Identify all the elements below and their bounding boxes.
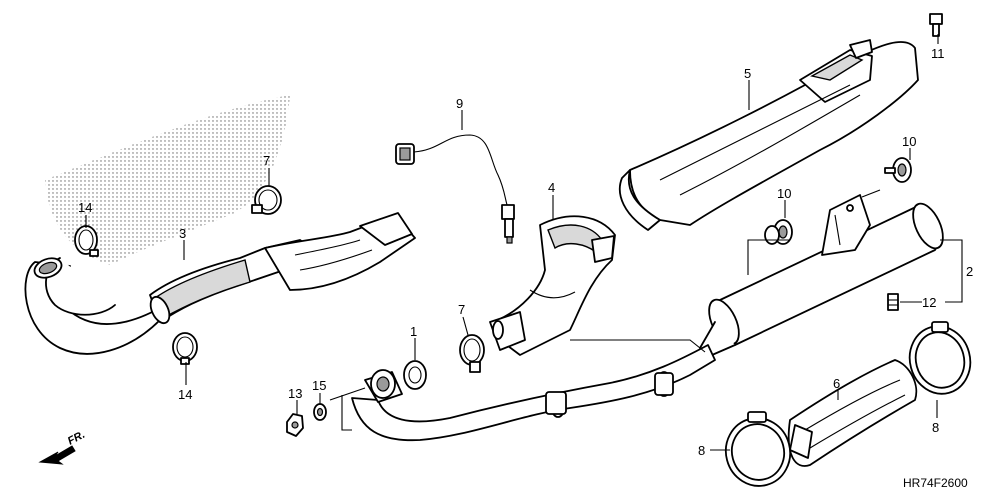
nut-part-12 <box>887 293 899 311</box>
callout-10-upper: 10 <box>902 134 916 149</box>
gasket-part-1 <box>403 360 427 390</box>
callout-4: 4 <box>548 180 555 195</box>
nut-part-13 <box>286 413 304 437</box>
main-exhaust-pipe <box>351 344 716 442</box>
callout-8-right: 8 <box>932 420 939 435</box>
callout-7-upper: 7 <box>263 153 270 168</box>
pipe-protector-part-6 <box>787 359 918 467</box>
clamp-part-14-lower <box>172 332 198 365</box>
muffler-protector-part-5 <box>618 39 919 231</box>
leader-lines <box>85 34 963 451</box>
exhaust-pipe-part-3 <box>24 212 416 355</box>
clamp-part-14-upper <box>74 225 99 257</box>
clamp-part-7-lower <box>459 334 485 373</box>
callout-labels: 1 2 3 4 5 6 7 7 8 8 9 10 10 11 12 13 14 … <box>78 46 973 458</box>
callout-2: 2 <box>966 264 973 279</box>
band-clamp-part-8-right <box>908 321 972 395</box>
o2-sensor-part-9 <box>395 134 515 244</box>
callout-3: 3 <box>179 226 186 241</box>
clamp-part-7-upper <box>251 185 282 215</box>
band-clamp-part-8-left <box>724 411 792 487</box>
callout-15: 15 <box>312 378 326 393</box>
grommet-part-10-upper <box>884 157 912 183</box>
callout-1: 1 <box>410 324 417 339</box>
diagram-code: HR74F2600 <box>903 476 968 490</box>
callout-11: 11 <box>931 46 945 61</box>
callout-7-lower: 7 <box>458 302 465 317</box>
callout-14-upper: 14 <box>78 200 92 215</box>
bolt-part-11 <box>929 13 943 37</box>
callout-13: 13 <box>288 386 302 401</box>
callout-14-lower: 14 <box>178 387 192 402</box>
callout-12: 12 <box>922 295 936 310</box>
front-direction-arrow: FR. <box>38 429 87 465</box>
engine-outline <box>45 95 290 265</box>
callout-5: 5 <box>744 66 751 81</box>
callout-10-lower: 10 <box>777 186 791 201</box>
callout-9: 9 <box>456 96 463 111</box>
protector-part-4 <box>489 215 616 356</box>
muffler-part-2 <box>699 189 944 356</box>
callout-6: 6 <box>833 376 840 391</box>
front-direction-label: FR. <box>66 429 87 448</box>
callout-8-left: 8 <box>698 443 705 458</box>
washer-part-15 <box>313 403 327 421</box>
